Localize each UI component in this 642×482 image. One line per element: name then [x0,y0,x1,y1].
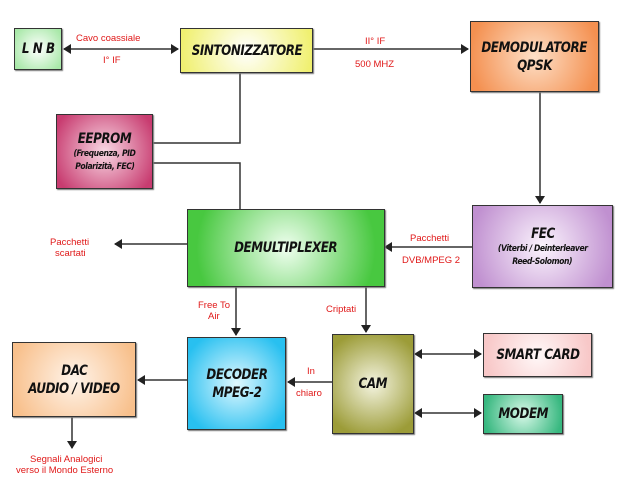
fec-detail-1: (Viterbi / Deinterleaver [497,243,588,254]
tuner-eeprom-link [153,73,241,144]
cam-title: CAM [358,376,388,392]
eeprom-demux-link [153,162,241,209]
analog-output-label-2: verso il Mondo Esterno [16,465,114,476]
dac-subtitle: AUDIO / VIDEO [28,380,120,397]
modem-block: MODEM [483,394,563,434]
demodulator-title: DEMODULATORE [481,39,588,56]
dvb-mpeg2-label: DVB/MPEG 2 [402,255,461,266]
free-to-air-label-1: Free To [198,300,231,311]
clear-label-1: In [307,366,315,377]
free-to-air-label-2: Air [208,311,220,322]
fec-block: FEC (Viterbi / Deinterleaver Reed-Solomo… [472,205,613,288]
discarded-label-2: scartati [55,248,86,259]
fec-title: FEC [530,225,555,242]
encrypted-label: Criptati [326,304,357,315]
tuner-title: SINTONIZZATORE [191,42,302,59]
packets-label: Pacchetti [410,233,450,244]
clear-label-2: chiaro [296,388,322,399]
decoder-title: DECODER [205,366,268,383]
smartcard-title: SMART CARD [495,347,580,363]
eeprom-detail-1: (Frequenza, PID [73,148,136,159]
eeprom-title: EEPROM [77,130,132,147]
analog-output-label-1: Segnali Analogici [30,454,103,465]
tuner-block: SINTONIZZATORE [180,28,313,73]
lnb-title: L N B [21,41,55,57]
discarded-label-1: Pacchetti [50,237,90,248]
demultiplexer-block: DEMULTIPLEXER [187,209,385,287]
eeprom-block: EEPROM (Frequenza, PID Polarizità, FEC) [56,114,153,189]
if2-label: II° IF [365,36,386,47]
demultiplexer-title: DEMULTIPLEXER [234,240,338,256]
lnb-block: L N B [14,28,62,70]
decoder-block: DECODER MPEG-2 [187,337,286,430]
smartcard-block: SMART CARD [483,333,592,377]
demodulator-block: DEMODULATORE QPSK [470,21,599,92]
dac-block: DAC AUDIO / VIDEO [12,342,136,417]
cam-block: CAM [332,334,414,434]
eeprom-detail-2: Polarizità, FEC) [74,161,135,172]
dac-title: DAC [60,362,88,379]
demodulator-subtitle: QPSK [517,57,552,74]
coax-label: Cavo coassiale [76,33,141,44]
fec-detail-2: Reed-Solomon) [512,256,573,267]
decoder-subtitle: MPEG-2 [211,384,262,401]
frequency-label: 500 MHZ [355,59,395,70]
modem-title: MODEM [498,406,548,422]
if1-label: I° IF [103,55,121,66]
